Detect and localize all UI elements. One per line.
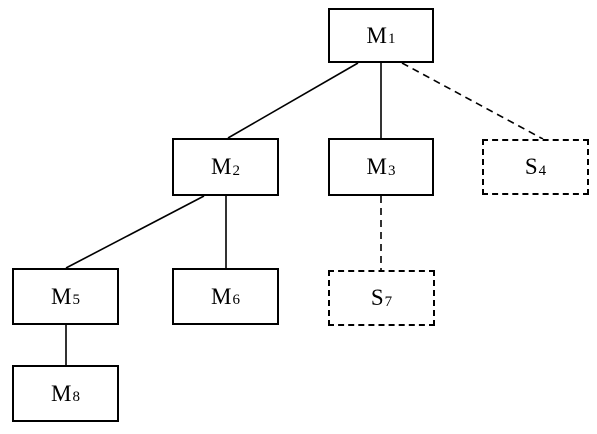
node-m6-letter: M [211, 283, 232, 309]
edge-m1-m2 [227, 62, 359, 139]
node-m2-index: 2 [232, 162, 240, 179]
node-m3-letter: M [366, 154, 387, 179]
node-s7-index: 7 [384, 293, 393, 310]
node-m5-letter: M [51, 283, 72, 309]
node-m1-index: 1 [387, 31, 396, 47]
node-m1-letter: M [366, 22, 387, 48]
edge-m1-s4 [401, 62, 544, 140]
node-s4-letter: S [524, 154, 538, 179]
node-m8-index: 8 [72, 389, 80, 405]
node-m6-index: 6 [232, 292, 240, 308]
node-s7-letter: S [370, 285, 384, 310]
node-m5-index: 5 [72, 292, 80, 308]
node-s4-index: 4 [538, 162, 547, 179]
node-m8-letter: M [51, 380, 72, 406]
edge-m2-m5 [65, 195, 205, 269]
node-m3-index: 3 [387, 162, 396, 179]
node-m2-letter: M [211, 154, 232, 179]
